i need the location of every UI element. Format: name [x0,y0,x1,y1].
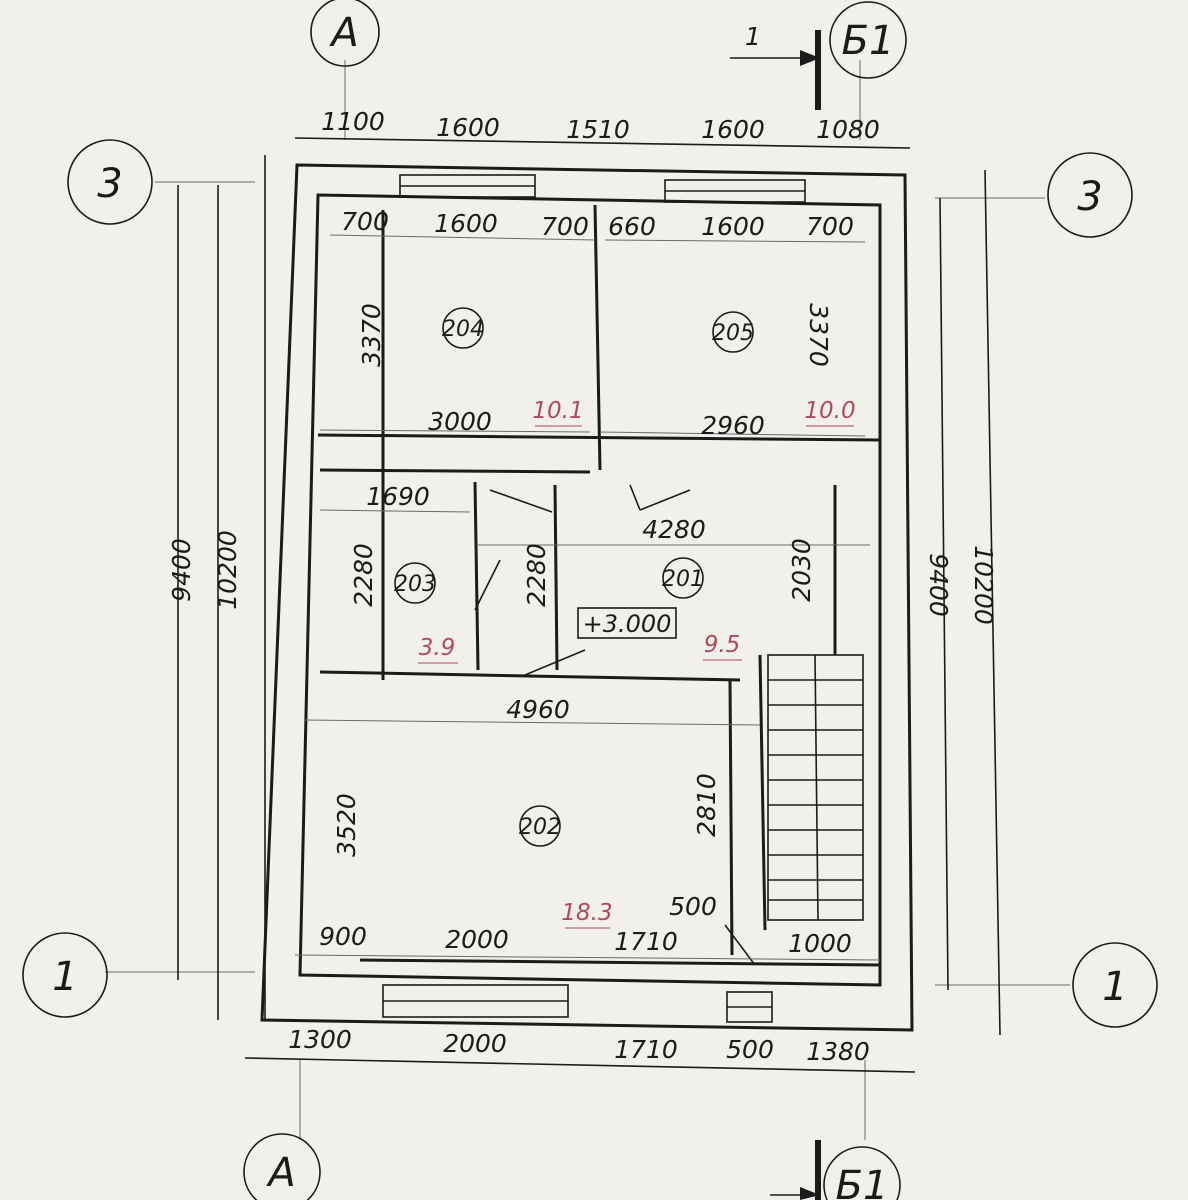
room-201: 4280 2030 201 +3.000 9.5 [577,515,816,661]
left-dim-inner: 10200 [213,530,242,610]
room205-dim-4: 3370 [804,303,833,367]
axis-bubble-b1-bottom: Б1 [823,1146,901,1200]
room204-dim-2: 1600 [434,209,498,238]
room203-marker [394,562,436,604]
right-dim-outer: 10200 [969,545,998,625]
room204-dim-4: 3370 [357,303,386,367]
room201-area: 9.5 [704,632,741,658]
room201-dim-1: 4280 [642,515,706,544]
room202-dim-8: 1000 [788,929,852,958]
axis-bubble-1-left: 1 [22,932,108,1018]
room202-dim-2: 3520 [332,793,361,857]
room204-marker [442,307,484,349]
axis-bubble-a-top: А [310,0,380,67]
axis-lines [105,60,1070,1140]
dimension-lines [177,137,1001,1073]
bottom-dimension-texts: 1300 2000 1710 500 1380 [288,1025,870,1066]
svg-text:3: 3 [1077,174,1102,220]
room201-marker [662,557,704,599]
top-dim-4: 1600 [701,115,765,144]
room-203: 1690 2280 2280 203 3.9 [349,482,551,664]
level-mark-box [577,607,677,639]
section-mark-top: 1 [730,22,821,110]
room203-area: 3.9 [419,635,456,661]
top-dim-5: 1080 [816,115,880,144]
room203-dim-1: 1690 [366,482,430,511]
left-dim-outer: 9400 [167,538,196,602]
svg-text:А: А [328,10,358,56]
room203-dim-2: 2280 [349,543,378,607]
room201-dim-2: 2030 [787,538,816,602]
doors [474,484,756,966]
room205-area: 10.0 [804,398,855,424]
room205-dim-1: 660 [608,212,656,241]
room202-dim-3: 2810 [692,773,721,837]
room-204: 700 1600 700 3370 3000 204 10.1 [341,207,589,436]
svg-text:3: 3 [97,161,122,207]
top-dim-2: 1600 [436,113,500,142]
room205-number: 205 [712,321,754,346]
room202-number: 202 [519,815,561,840]
bottom-dim-2: 2000 [443,1029,507,1058]
svg-text:1: 1 [745,22,761,51]
axis-bubble-3-left: 3 [67,139,153,225]
staircase [767,654,864,921]
axis-bubble-1-right: 1 [1072,942,1158,1028]
room205-dim-2: 1600 [701,212,765,241]
bottom-dim-5: 1380 [806,1037,870,1066]
section-mark-bottom [770,1140,821,1200]
room204-dim-3: 700 [541,212,589,241]
bottom-dim-4: 500 [726,1035,774,1064]
axis-bubble-3-right: 3 [1047,152,1133,238]
svg-text:Б1: Б1 [842,18,895,64]
room202-area: 18.3 [561,900,612,926]
right-dimension-texts: 9400 10200 [924,545,998,625]
room203-number: 203 [394,572,436,597]
room204-dim-5: 3000 [428,407,492,436]
room-202: 4960 3520 2810 500 900 2000 1710 1000 20… [319,695,852,958]
bottom-dim-3: 1710 [614,1035,678,1064]
room202-dim-5: 900 [319,922,367,951]
right-dim-inner: 9400 [924,553,953,617]
top-dimension-texts: 1100 1600 1510 1600 1080 [321,107,880,144]
svg-text:1: 1 [1102,964,1127,1010]
top-dim-3: 1510 [566,115,630,144]
room202-dim-1: 4960 [506,695,570,724]
top-dim-1: 1100 [321,107,385,136]
room204-dim-1: 700 [341,207,389,236]
windows [382,174,806,1023]
axis-bubble-b1-top: Б1 [829,1,907,79]
left-dimension-texts: 9400 10200 [167,530,242,610]
room202-dim-4: 500 [669,892,717,921]
axis-bubble-a-bottom: А [243,1133,321,1200]
room203-dim-3: 2280 [522,543,551,607]
room205-dim-3: 700 [806,212,854,241]
svg-text:А: А [265,1150,295,1196]
room204-area: 10.1 [532,398,583,424]
level-mark: +3.000 [583,610,672,638]
room205-marker [712,311,754,353]
room202-marker [519,805,561,847]
svg-text:Б1: Б1 [836,1163,889,1200]
svg-text:1: 1 [52,954,77,1000]
inner-dimension-lines [294,234,881,961]
room205-dim-5: 2960 [701,411,765,440]
room204-number: 204 [442,317,484,342]
room202-dim-7: 1710 [614,927,678,956]
room-205: 660 1600 700 3370 2960 205 10.0 [608,212,855,440]
room201-number: 201 [662,567,704,592]
interior-walls [317,204,881,967]
bottom-dim-1: 1300 [288,1025,352,1054]
room202-dim-6: 2000 [445,925,509,954]
